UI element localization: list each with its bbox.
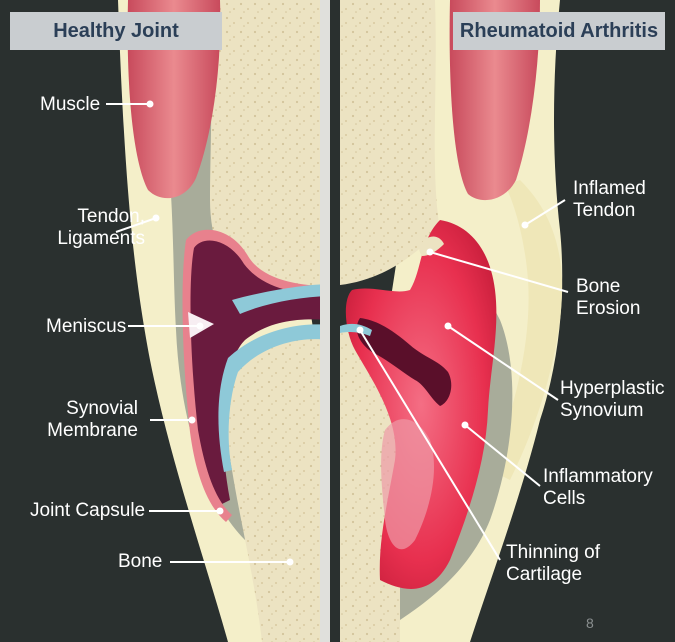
label-erosion-line1: Bone (576, 276, 621, 297)
label-cells-line1: Inflammatory (543, 466, 653, 487)
label-inflammatory-cells: Inflammatory Cells (543, 466, 653, 510)
ra-joint-panel (330, 0, 675, 642)
label-thin-line2: Cartilage (506, 564, 583, 585)
label-thinning-cartilage: Thinning of Cartilage (506, 542, 600, 586)
label-joint-capsule: Joint Capsule (30, 500, 146, 521)
label-erosion-line2: Erosion (576, 298, 641, 319)
label-tendon-line1: Tendon, (77, 206, 145, 227)
page-number: 8 (586, 615, 594, 631)
label-inflamed-tendon: Inflamed Tendon (573, 178, 646, 222)
label-meniscus: Meniscus (46, 316, 127, 337)
label-synovial-membrane: Synovial Membrane (20, 398, 138, 442)
rheumatoid-arthritis-title: Rheumatoid Arthritis (453, 12, 665, 50)
label-inflamed-line2: Tendon (573, 200, 636, 221)
label-thin-line1: Thinning of (506, 542, 601, 563)
label-hyper-line2: Synovium (560, 400, 644, 421)
label-synovial-line2: Membrane (47, 420, 138, 441)
label-cells-line2: Cells (543, 488, 586, 509)
label-hyper-line1: Hyperplastic (560, 378, 665, 399)
label-synovial-line1: Synovial (66, 398, 138, 419)
label-hyperplastic-synovium: Hyperplastic Synovium (560, 378, 665, 422)
label-bone: Bone (118, 551, 163, 572)
label-tendon-ligaments: Tendon, Ligaments (20, 206, 145, 250)
label-muscle: Muscle (40, 94, 101, 115)
leader-lines-left (106, 100, 294, 566)
leader-lines-right (356, 199, 569, 561)
label-tendon-line2: Ligaments (57, 228, 145, 249)
label-inflamed-line1: Inflamed (573, 178, 646, 199)
label-bone-erosion: Bone Erosion (576, 276, 640, 320)
healthy-joint-title: Healthy Joint (10, 12, 222, 50)
